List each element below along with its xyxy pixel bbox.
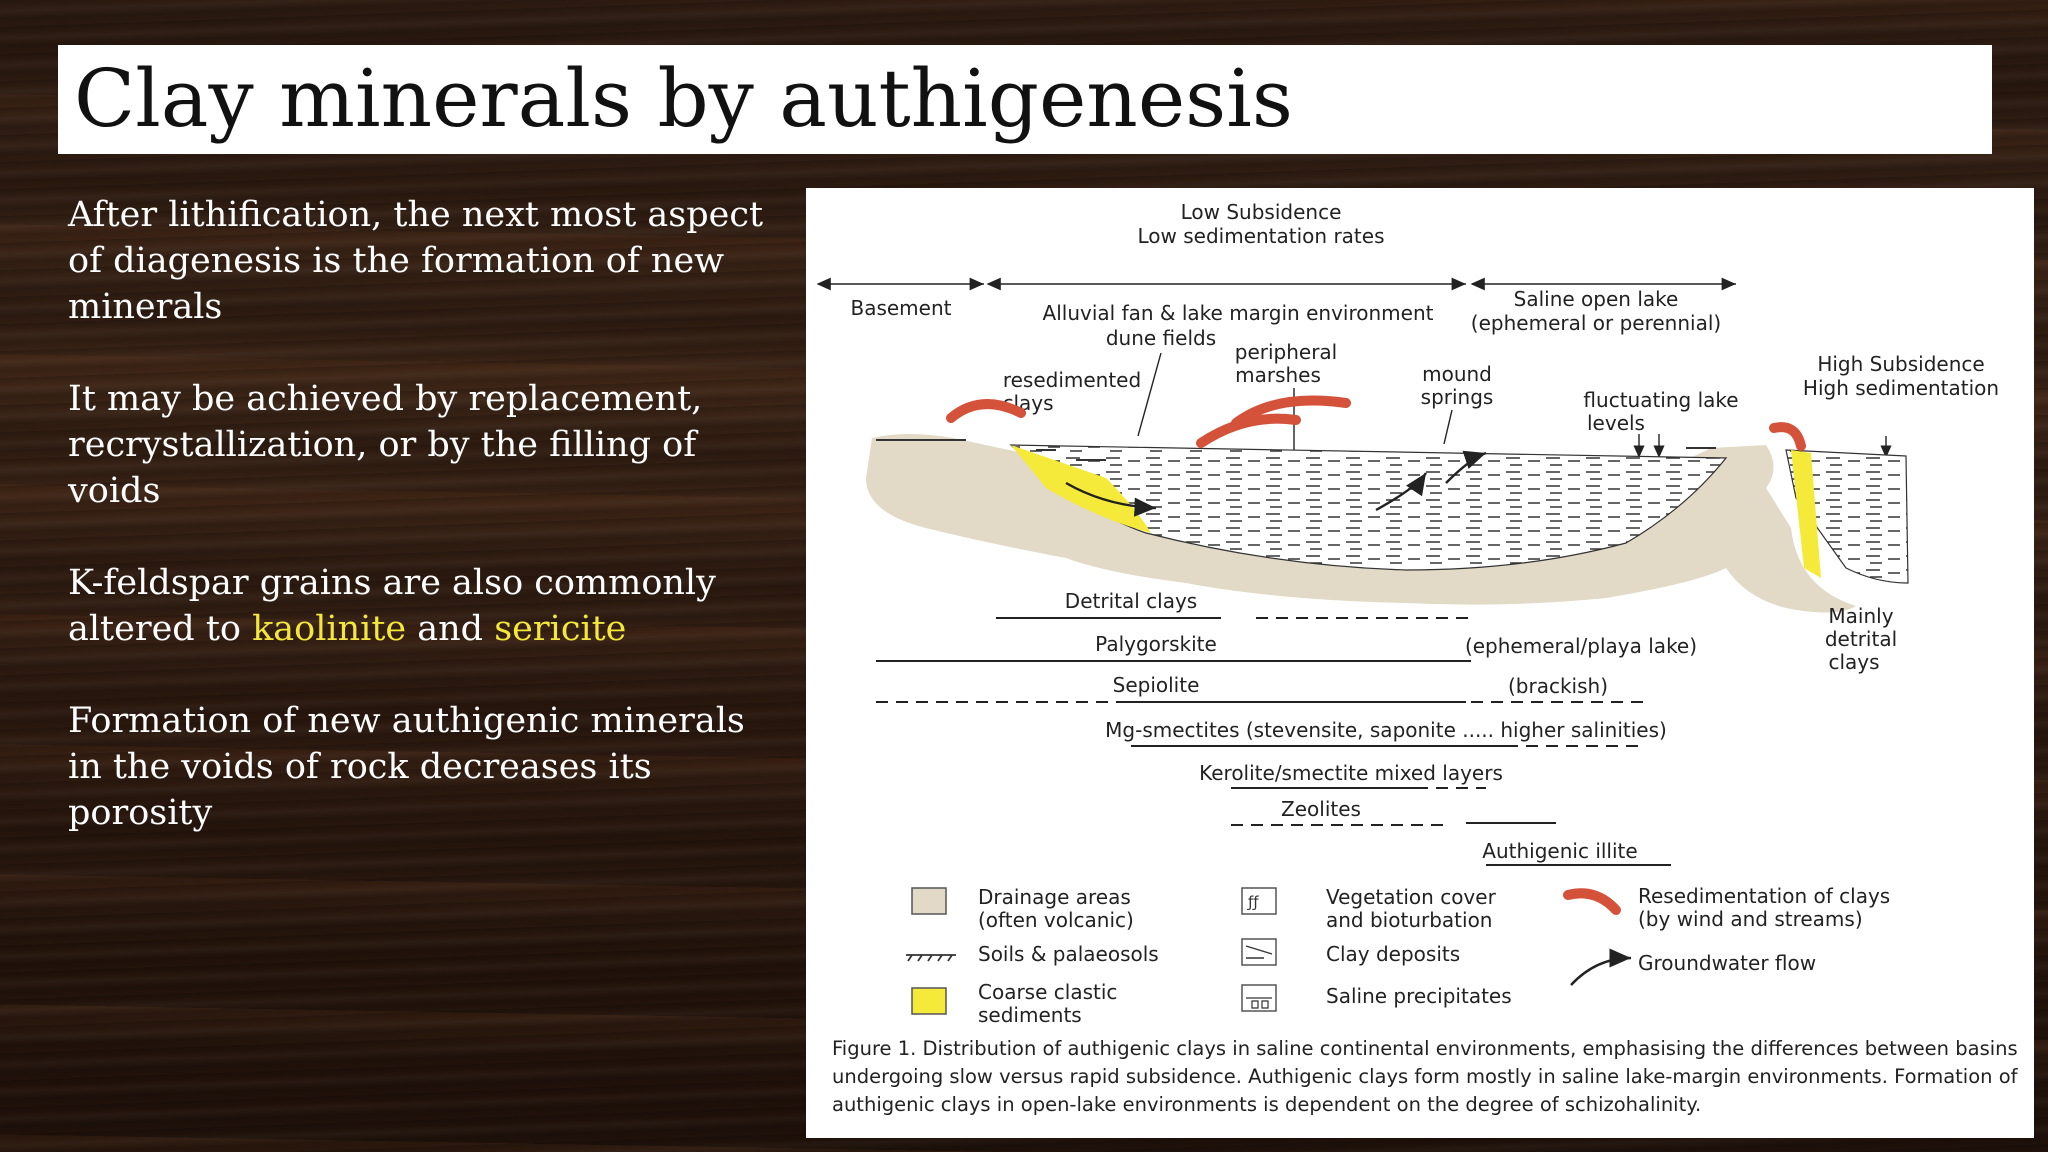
- resedimented-label: resedimented: [1003, 368, 1141, 392]
- title-bar: Clay minerals by authigenesis: [58, 45, 1992, 154]
- zeolites-label: Zeolites: [1281, 797, 1361, 821]
- levels-label: levels: [1587, 411, 1645, 435]
- legend-coarse-2: sediments: [978, 1003, 1082, 1027]
- paragraph-lithification: After lithification, the next most aspec…: [68, 195, 764, 327]
- detrital-clays-label: Detrital clays: [1065, 589, 1197, 613]
- springs-label: springs: [1421, 385, 1494, 409]
- legend-groundwater: Groundwater flow: [1638, 951, 1816, 975]
- kerolite-label: Kerolite/smectite mixed layers: [1199, 761, 1503, 785]
- peripheral-label: peripheral: [1235, 340, 1338, 364]
- playa-lake-label: (ephemeral/playa lake): [1465, 634, 1697, 658]
- legend-coarse-1: Coarse clastic: [978, 980, 1117, 1004]
- svg-text:ƒƒ: ƒƒ: [1247, 893, 1259, 911]
- paragraph-kfeldspar: K-feldspar grains are also commonly alte…: [68, 560, 788, 652]
- legend-saline-precipitates: Saline precipitates: [1326, 984, 1512, 1008]
- legend-resed-2: (by wind and streams): [1638, 907, 1863, 931]
- ephemeral-perennial-label: (ephemeral or perennial): [1471, 311, 1721, 335]
- palygorskite-label: Palygorskite: [1095, 632, 1217, 656]
- saline-open-lake-label: Saline open lake: [1514, 287, 1679, 311]
- body-text: After lithification, the next most aspec…: [68, 192, 788, 882]
- low-sedimentation-label: Low sedimentation rates: [1138, 224, 1385, 248]
- brackish-label: (brackish): [1508, 674, 1608, 698]
- low-subsidence-label: Low Subsidence: [1181, 200, 1342, 224]
- legend-vegetation-1: Vegetation cover: [1326, 885, 1497, 909]
- clay-deposits-swatch: [1241, 938, 1277, 966]
- legend-drainage-2: (often volcanic): [978, 908, 1134, 932]
- legend-resed-1: Resedimentation of clays: [1638, 884, 1890, 908]
- coarse-swatch: [911, 987, 947, 1015]
- detrital-label: detrital: [1825, 627, 1897, 651]
- drainage-swatch: [911, 887, 947, 915]
- clay-distribution-figure: Low Subsidence Low sedimentation rates B…: [806, 188, 2034, 1138]
- sepiolite-label: Sepiolite: [1113, 673, 1200, 697]
- mainly-clays-label: clays: [1828, 650, 1879, 674]
- figure-diagram: Low Subsidence Low sedimentation rates B…: [816, 200, 1999, 1027]
- figure-caption: Figure 1. Distribution of authigenic cla…: [832, 1037, 2018, 1116]
- legend-clay-deposits: Clay deposits: [1326, 942, 1460, 966]
- alluvial-label: Alluvial fan & lake margin environment: [1043, 301, 1434, 325]
- paragraph-replacement: It may be achieved by replacement, recry…: [68, 379, 703, 511]
- paragraph-porosity: Formation of new authigenic minerals in …: [68, 701, 745, 833]
- kaolinite-highlight: kaolinite: [252, 609, 407, 649]
- mg-smectites-label: Mg-smectites (stevensite, saponite .....…: [1105, 718, 1667, 742]
- groundwater-arrow-icon: [1570, 948, 1632, 986]
- kfeldspar-text: K-feldspar grains are also commonly alte…: [68, 563, 716, 649]
- resedimentation-arrow-icon: [1563, 888, 1621, 915]
- authigenic-illite-label: Authigenic illite: [1482, 839, 1637, 863]
- mound-label: mound: [1422, 362, 1492, 386]
- legend-vegetation-2: and bioturbation: [1326, 908, 1492, 932]
- mainly-label: Mainly: [1828, 604, 1893, 628]
- vegetation-swatch: [1241, 887, 1277, 915]
- fluctuating-label: fluctuating lake: [1583, 388, 1738, 412]
- soils-swatch: [906, 954, 956, 962]
- basement-label: Basement: [850, 296, 951, 320]
- and-text: and: [406, 609, 495, 649]
- legend-soils: Soils & palaeosols: [978, 942, 1159, 966]
- sericite-highlight: sericite: [494, 609, 627, 649]
- high-subsidence-label: High Subsidence: [1817, 352, 1984, 376]
- legend-drainage-1: Drainage areas: [978, 885, 1131, 909]
- dune-fields-label: dune fields: [1106, 326, 1216, 350]
- slide-title: Clay minerals by authigenesis: [74, 52, 1293, 145]
- high-sedimentation-label: High sedimentation: [1803, 376, 1999, 400]
- marshes-label: marshes: [1235, 363, 1321, 387]
- coarse-clastic-wedge: [1011, 445, 1151, 533]
